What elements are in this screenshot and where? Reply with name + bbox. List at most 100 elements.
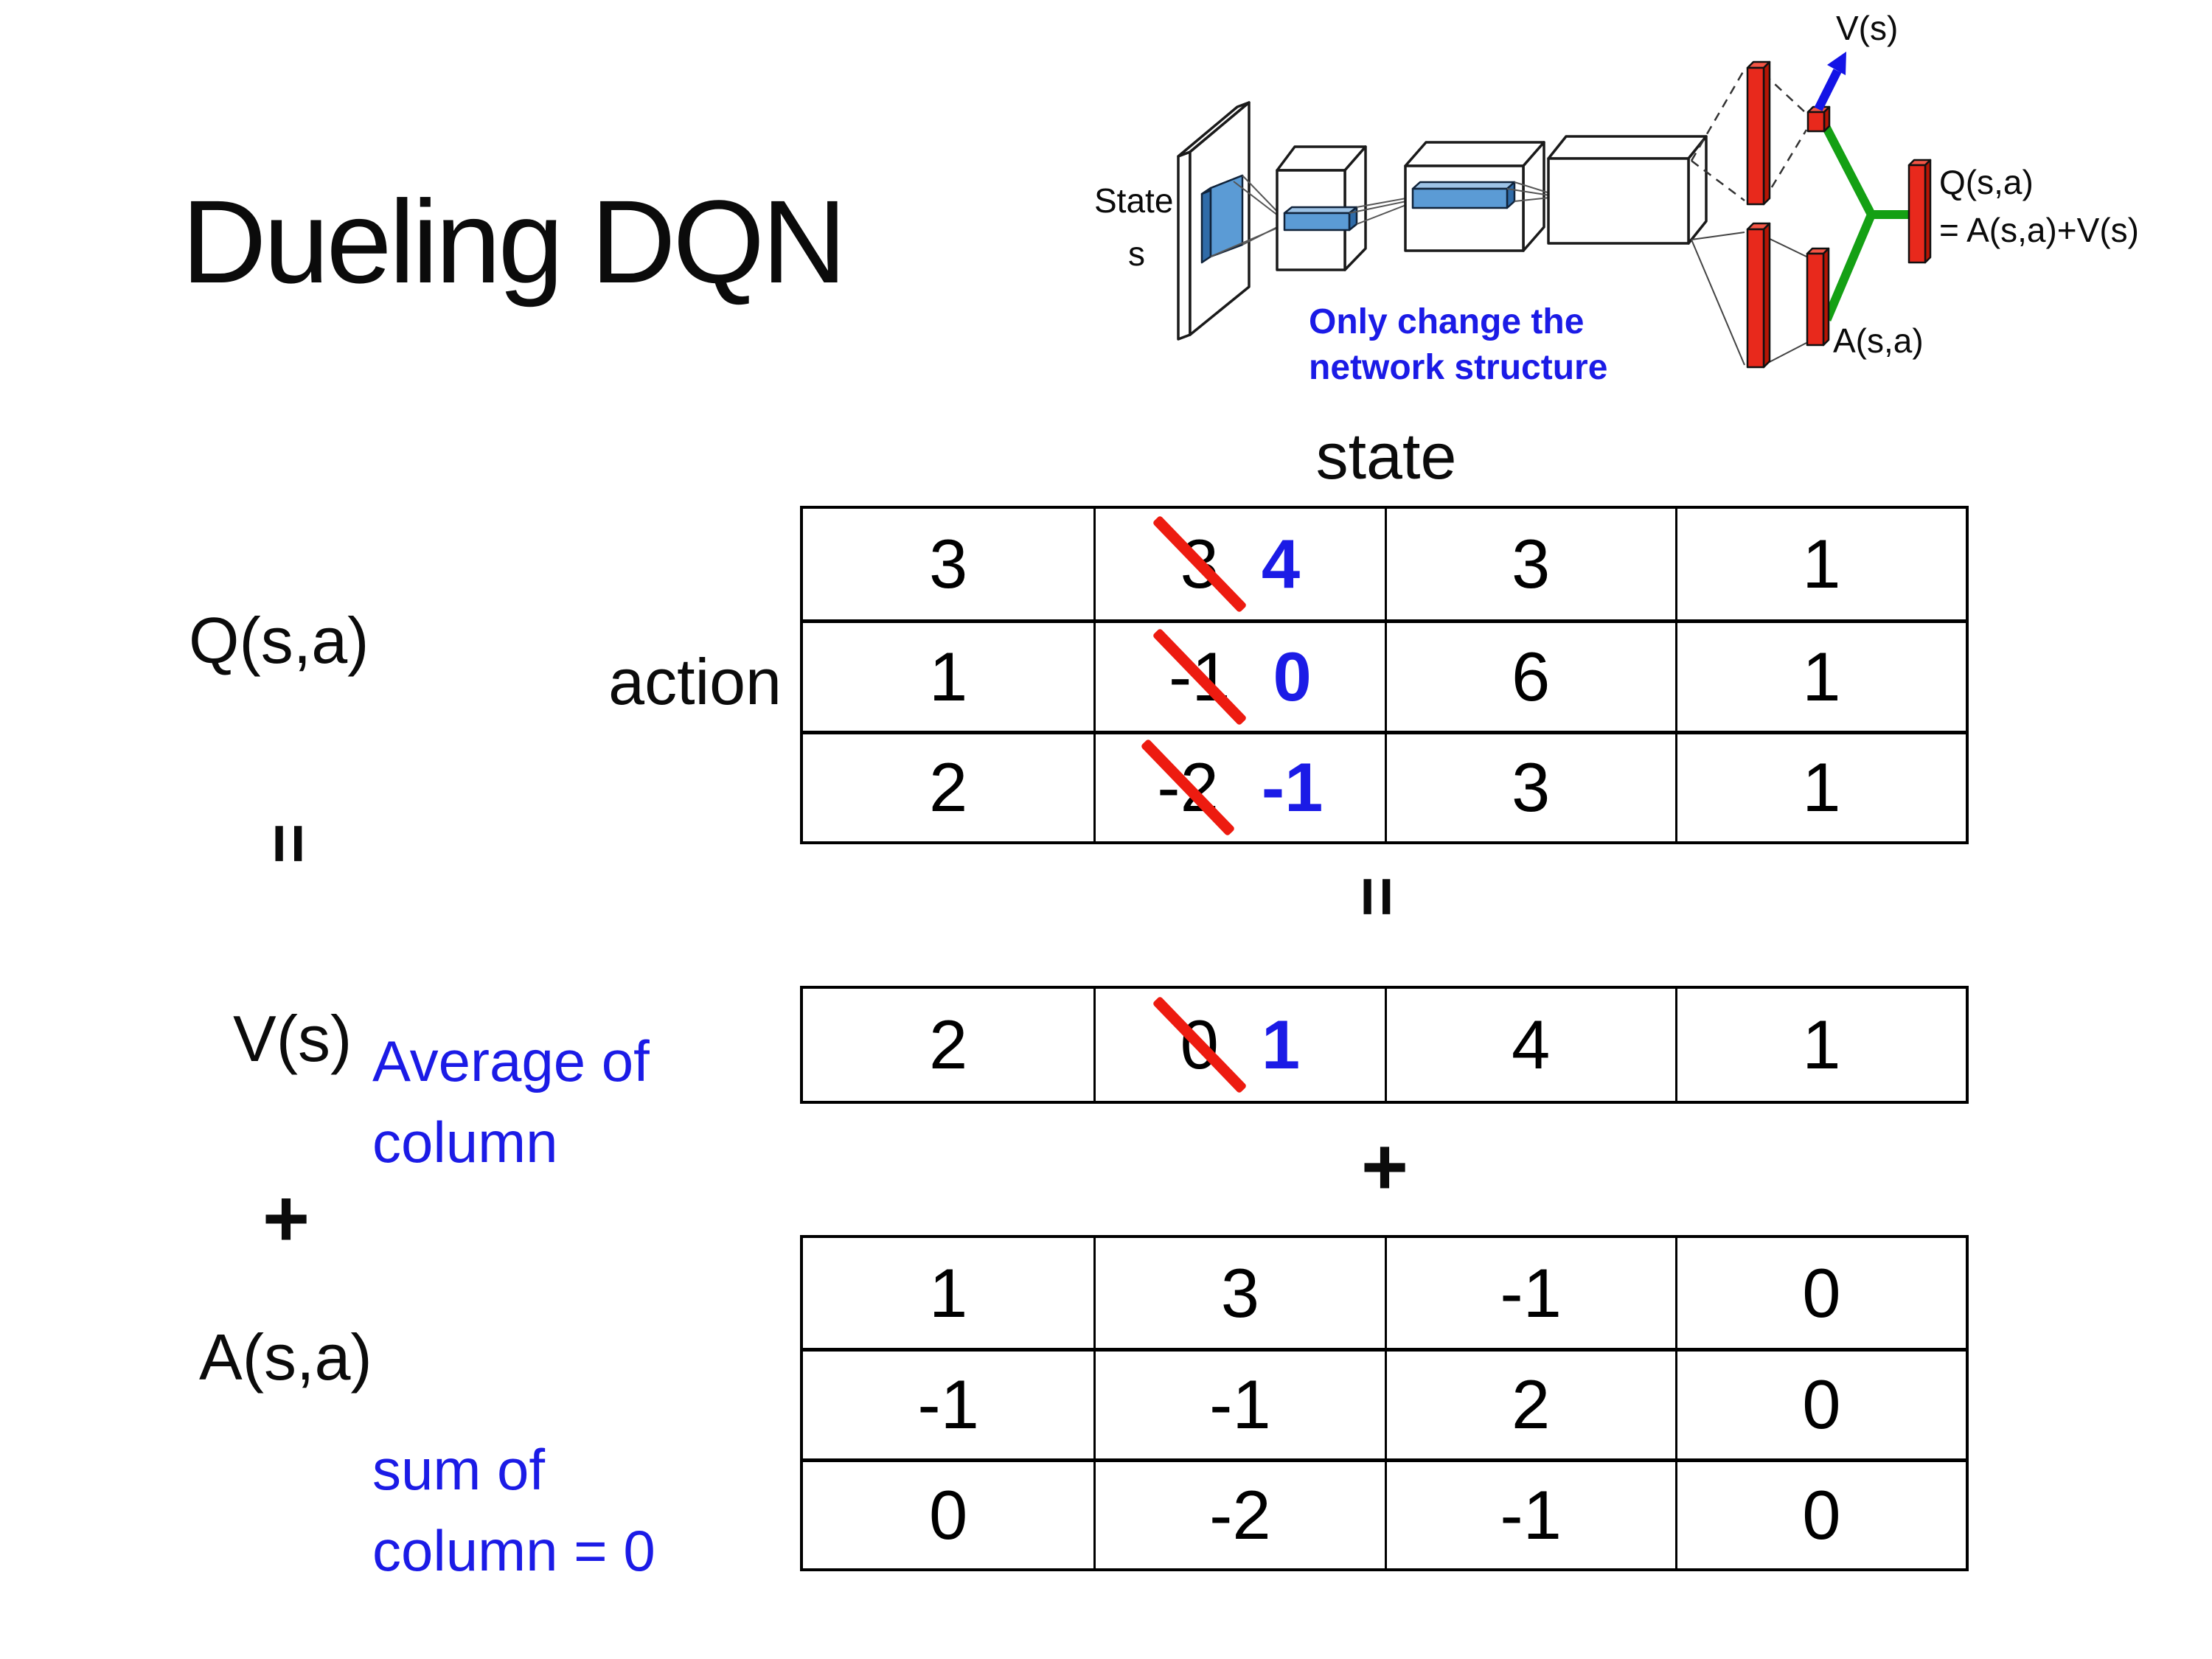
table-cell: 1 — [1674, 989, 1966, 1101]
cell-value: 2 — [1511, 1366, 1551, 1444]
table-cell: 1 — [1674, 619, 1966, 731]
cell-value: 2 — [928, 1006, 968, 1083]
cell-value: 1 — [1802, 637, 1841, 715]
diagram-q-label-line2: = A(s,a)+V(s) — [1939, 211, 2139, 249]
cell-value: 2 — [928, 748, 968, 827]
cell-value: -1 — [1500, 1475, 1562, 1554]
cell-value: 1 — [1802, 1006, 1841, 1083]
advantage-vector-bar — [1806, 247, 1830, 347]
average-note-line1: Average of — [372, 1029, 650, 1093]
sum-note-line1: sum of — [372, 1437, 546, 1502]
plus-sign-left: + — [262, 1173, 310, 1264]
equals-sign-center: = — [1338, 876, 1416, 917]
plus-sign-center: + — [1360, 1121, 1409, 1212]
table-cell: 2 — [803, 989, 1093, 1101]
table-cell: -1 — [1384, 1238, 1675, 1349]
diagram-a-label: A(s,a) — [1833, 321, 1924, 360]
table-cell: 0 — [1674, 1238, 1966, 1349]
cell-value: 0 — [1802, 1253, 1841, 1332]
table-cell: 0 — [1674, 1458, 1966, 1568]
table-cell: -1 — [1384, 1458, 1675, 1568]
table-cell: 2 — [1384, 1348, 1675, 1458]
table-cell-corrected: -1 0 — [1093, 619, 1385, 731]
v-vector-label: V(s) — [233, 1002, 352, 1075]
v-value-row: 2 0 1 4 1 — [800, 986, 1969, 1104]
table-cell: 0 — [803, 1458, 1094, 1568]
cell-value: 0 — [928, 1475, 968, 1554]
fc-projection-lines — [1506, 181, 1551, 202]
table-cell: -2 — [1093, 1458, 1385, 1568]
old-value-wrap: 3 — [1152, 515, 1248, 613]
sum-of-column-note: sum of column = 0 — [372, 1429, 655, 1591]
value-scalar-node — [1806, 105, 1831, 133]
diagram-state-label-line1: State — [1094, 181, 1173, 220]
q-output-bar — [1907, 159, 1932, 264]
cell-value: -2 — [1209, 1475, 1271, 1554]
average-of-column-note: Average of column — [372, 1020, 650, 1183]
table-cell: 4 — [1384, 989, 1675, 1101]
table-cell: 2 — [803, 730, 1094, 841]
diagram-vs-label: V(s) — [1836, 9, 1898, 47]
cell-value: 1 — [1802, 525, 1841, 603]
old-value-wrap: 0 — [1152, 995, 1248, 1094]
q-matrix-label: Q(s,a) — [189, 604, 369, 677]
equals-sign-left: = — [250, 823, 328, 864]
new-value: 4 — [1261, 525, 1301, 603]
table-cell: -1 — [803, 1348, 1094, 1458]
table-cell: 1 — [803, 619, 1094, 730]
table-cell: 1 — [803, 1238, 1093, 1348]
a-value-table: 1 3 -1 0 -1 -1 2 0 0 -2 -1 0 — [800, 1235, 1969, 1571]
q-value-table: 3 3 4 3 1 1 -1 0 6 1 2 -2 -1 3 1 — [800, 506, 1969, 844]
conv1-feature-bar — [1283, 206, 1358, 232]
table-cell: 1 — [1674, 509, 1966, 620]
table-cell-corrected: 0 1 — [1093, 989, 1384, 1101]
conv2-feature-bar — [1411, 181, 1516, 209]
sum-note-line2: column = 0 — [372, 1518, 655, 1583]
diagram-note-line2: network structure — [1309, 348, 1607, 387]
diagram-q-label-line1: Q(s,a) — [1939, 163, 2034, 201]
value-stream-dashed-lines — [1690, 69, 1808, 201]
page-title: Dueling DQN — [181, 175, 847, 307]
cell-value: 3 — [1511, 748, 1551, 827]
dueling-network-diagram: State s V(s) Q(s,a) = A(s,a)+V(s) A(s,a)… — [1094, 9, 2139, 387]
cell-value: 0 — [1802, 1366, 1841, 1444]
table-cell: 3 — [803, 509, 1093, 619]
table-cell: -1 — [1093, 1348, 1385, 1458]
table-cell: 3 — [1384, 730, 1675, 841]
table-cell-corrected: 3 4 — [1093, 509, 1384, 620]
cell-value: 4 — [1511, 1006, 1551, 1083]
old-value-wrap: -1 — [1152, 627, 1248, 726]
diagram-note-line1: Only change the — [1309, 302, 1584, 341]
average-note-line2: column — [372, 1110, 558, 1175]
cell-value: 1 — [1802, 748, 1841, 827]
advantage-stream-lines — [1691, 232, 1807, 366]
cell-value: 3 — [1220, 1253, 1260, 1332]
cell-value: 1 — [928, 1253, 968, 1332]
diagram-state-label-line2: s — [1128, 234, 1145, 273]
new-value: 0 — [1273, 637, 1312, 715]
a-matrix-label: A(s,a) — [199, 1321, 372, 1394]
old-value-wrap: -2 — [1140, 738, 1236, 837]
cell-value: -1 — [1500, 1253, 1562, 1332]
value-stream-bar — [1746, 60, 1771, 206]
value-output-arrow — [1814, 52, 1846, 111]
new-value: 1 — [1261, 1006, 1301, 1083]
cell-value: -1 — [917, 1366, 979, 1444]
table-cell: 3 — [1384, 509, 1675, 620]
cell-value: -1 — [1209, 1366, 1271, 1444]
table-cell: 3 — [1093, 1238, 1384, 1349]
input-feature-patch — [1200, 174, 1244, 264]
new-value: -1 — [1261, 748, 1324, 827]
state-axis-label: state — [1315, 420, 1457, 493]
table-cell: 0 — [1674, 1348, 1966, 1458]
fc-layer-box — [1547, 135, 1708, 245]
advantage-stream-bar — [1746, 222, 1771, 369]
cell-value: 3 — [928, 525, 968, 603]
conv2-projection-lines — [1349, 197, 1411, 225]
table-cell-corrected: -2 -1 — [1093, 730, 1385, 841]
table-cell: 1 — [1674, 730, 1966, 841]
table-cell: 6 — [1384, 619, 1675, 731]
action-axis-label: action — [608, 645, 782, 718]
merge-y-connector — [1812, 105, 1916, 321]
